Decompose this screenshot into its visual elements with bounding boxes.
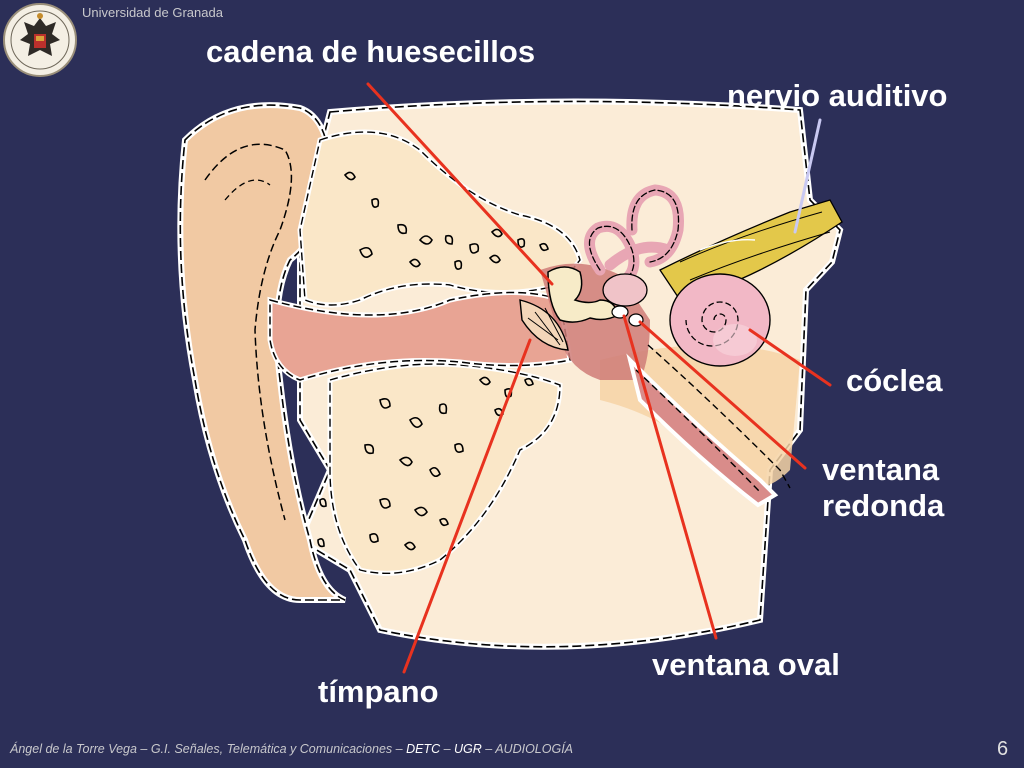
pointer-ossicles: [366, 82, 554, 286]
pointer-oval-window: [622, 314, 718, 640]
university-seal-icon: [3, 3, 77, 77]
pointer-eardrum: [402, 338, 532, 674]
page-number: 6: [997, 738, 1009, 760]
footer-dept: DETC: [406, 742, 441, 756]
label-round-window-line2: redonda: [822, 487, 945, 523]
footer-author: Ángel de la Torre Vega – G.I. Señales, T…: [10, 742, 407, 756]
pointer-auditory-nerve: [793, 118, 822, 234]
footer-sep1: –: [440, 742, 454, 756]
pointer-round-window: [638, 320, 807, 470]
institution-name: Universidad de Granada: [82, 5, 223, 20]
eardrum: [519, 299, 569, 351]
ossicles: [547, 266, 619, 323]
semicircular-canals: [584, 184, 685, 286]
label-cochlea: cóclea: [846, 363, 943, 398]
pointer-cochlea: [748, 328, 832, 387]
footer: Ángel de la Torre Vega – G.I. Señales, T…: [10, 742, 573, 756]
eustachian-tube: [626, 353, 779, 508]
label-round-window: ventana redonda: [822, 452, 944, 523]
label-ossicles: cadena de huesecillos: [206, 34, 536, 69]
vestibule: [602, 273, 648, 307]
label-round-window-line1: ventana: [822, 452, 940, 487]
label-auditory-nerve: nervio auditivo: [727, 78, 948, 113]
footer-sep2: –: [481, 742, 496, 756]
label-eardrum: tímpano: [318, 674, 439, 709]
footer-course: AUDIOLOGÍA: [495, 742, 574, 756]
cochlea: [669, 273, 771, 367]
label-oval-window: ventana oval: [652, 647, 840, 682]
footer-univ: UGR: [454, 742, 482, 756]
pointer-lines: [366, 82, 832, 674]
